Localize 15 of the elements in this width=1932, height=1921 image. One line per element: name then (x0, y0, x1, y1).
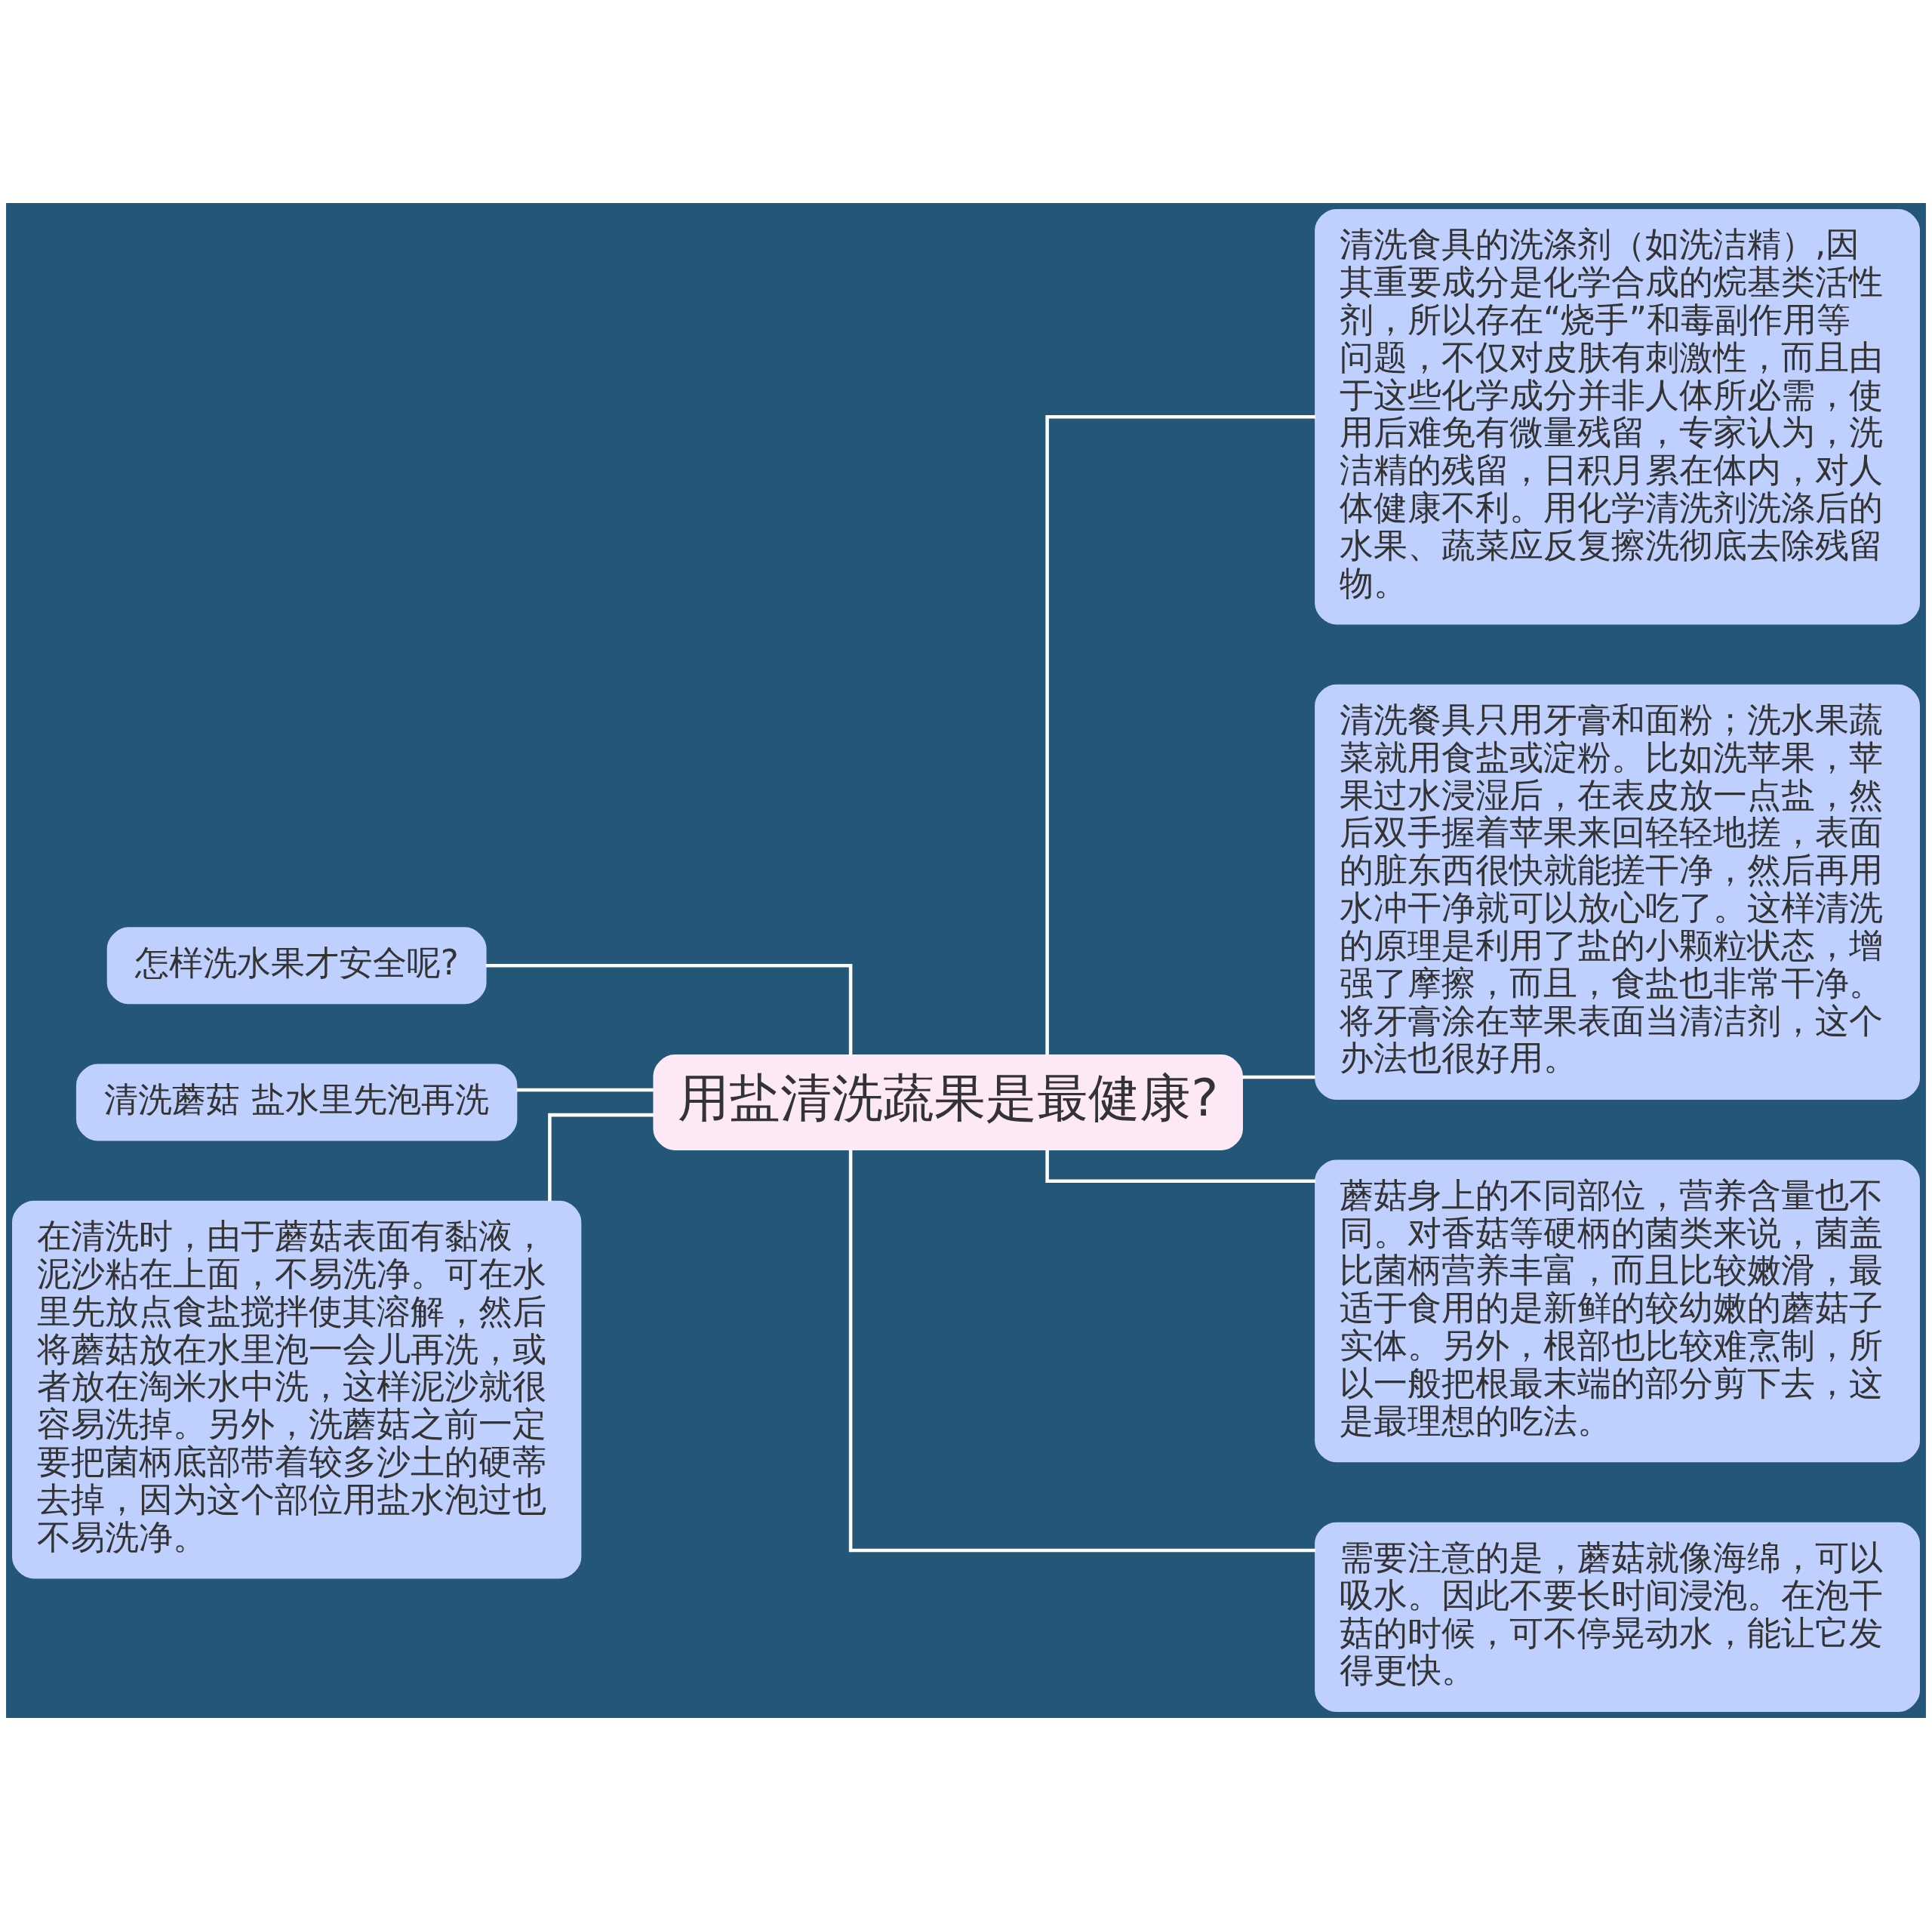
connector (1045, 414, 1316, 1056)
connector (1045, 1149, 1316, 1183)
connector (848, 1149, 1315, 1553)
connector (485, 964, 853, 1056)
connector (516, 1088, 654, 1092)
node-box: 怎样洗水果才安全呢? (106, 927, 487, 1005)
node-box: 蘑菇身上的不同部位，营养含量也不同。对香菇等硬柄的菌类来说，菌盖比菌柄营养丰富，而且比较嫩滑，最适于食用的是新鲜的较幼嫩的蘑菇子实体。另外，根部也比较难烹制，所以一般把根最末端的部分剪下去，这是最理想的吃法。 (1315, 1159, 1920, 1463)
node-box: 在清洗时，由于蘑菇表面有黏液，泥沙粘在上面，不易洗净。可在水里先放点食盐搅拌使其溶解，然后将蘑菇放在水里泡一会儿再洗，或者放在淘米水中洗，这样泥沙就很容易洗掉。另外，洗蘑菇之前一定要把菌柄底部带着较多沙土的硬蒂去掉，因为这个部位用盐水泡过也不易洗净。 (12, 1200, 582, 1579)
node-box: 清洗食具的洗涤剂（如洗洁精）,因其重要成分是化学合成的烷基类活性剂，所以存在“烧手”和毒副作用等问题，不仅对皮肤有刺激性，而且由于这些化学成分并非人体所必需，使用后难免有微量残留，专家认为，洗洁精的残留，日积月累在体内，对人体健康不利。用化学清洗剂洗涤后的水果、蔬菜应反复擦洗彻底去除残留物。 (1315, 208, 1920, 625)
node-box: 需要注意的是，蘑菇就像海绵，可以吸水。因此不要长时间浸泡。在泡干菇的时候，可不停晃动水，能让它发得更快。 (1315, 1522, 1920, 1713)
node-box: 清洗餐具只用牙膏和面粉；洗水果蔬菜就用食盐或淀粉。比如洗苹果，苹果过水浸湿后，在表皮放一点盐，然后双手握着苹果来回轻轻地搓，表面的脏东西很快就能搓干净，然后再用水冲干净就可以放心吃了。这样清洗的原理是利用了盐的小颗粒状态，增强了摩擦，而且，食盐也非常干净。将牙膏涂在苹果表面当清洁剂，这个办法也很好用。 (1315, 684, 1920, 1101)
connector (548, 1113, 654, 1202)
node-box: 清洗蘑菇 盐水里先泡再洗 (75, 1064, 518, 1141)
node-box: 用盐清洗蔬果是最健康? (653, 1054, 1243, 1150)
connector (1241, 1075, 1315, 1079)
